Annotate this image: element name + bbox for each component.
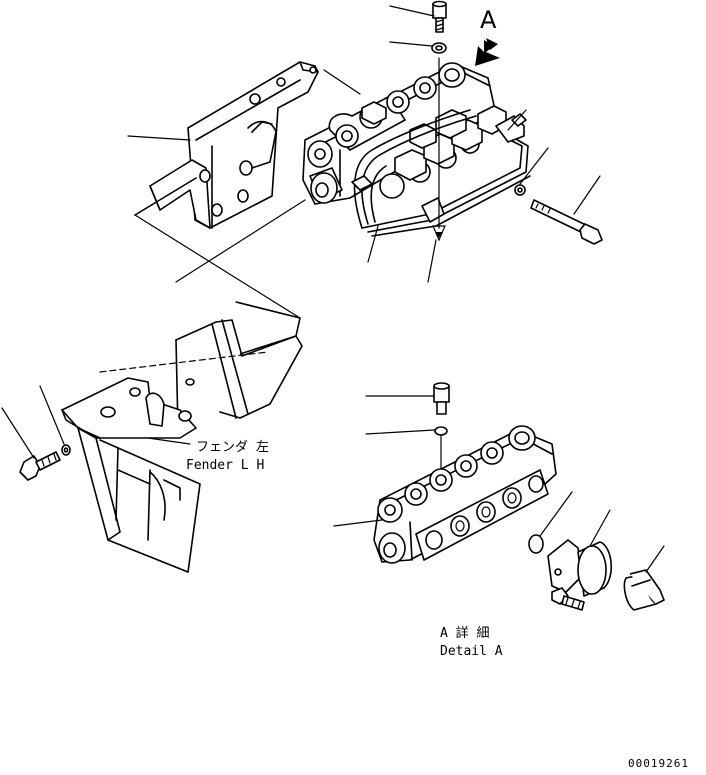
- fender-label-japanese: フェンダ 左: [196, 440, 269, 455]
- detail-label-english: Detail A: [440, 644, 503, 659]
- leader-lines-upper: [127, 5, 601, 283]
- leader-lines-fender: [1, 385, 191, 459]
- leader-lines-detail: [333, 395, 665, 573]
- view-letter-a: A: [480, 6, 497, 34]
- fender-lh: [61, 301, 303, 573]
- fender-bolt: [19, 444, 71, 481]
- mounting-bracket: [134, 61, 319, 229]
- fender-label-english: Fender L H: [186, 458, 265, 473]
- long-bolt: [514, 184, 603, 245]
- drawing-number: 00019261: [628, 757, 689, 770]
- detail-a-assembly: [373, 382, 665, 611]
- solenoid-valve-assembly: [302, 62, 531, 237]
- upper-bolt-stack: [431, 0, 447, 242]
- detail-label-japanese: A 詳 細: [440, 626, 490, 641]
- view-arrow-a: [475, 38, 500, 66]
